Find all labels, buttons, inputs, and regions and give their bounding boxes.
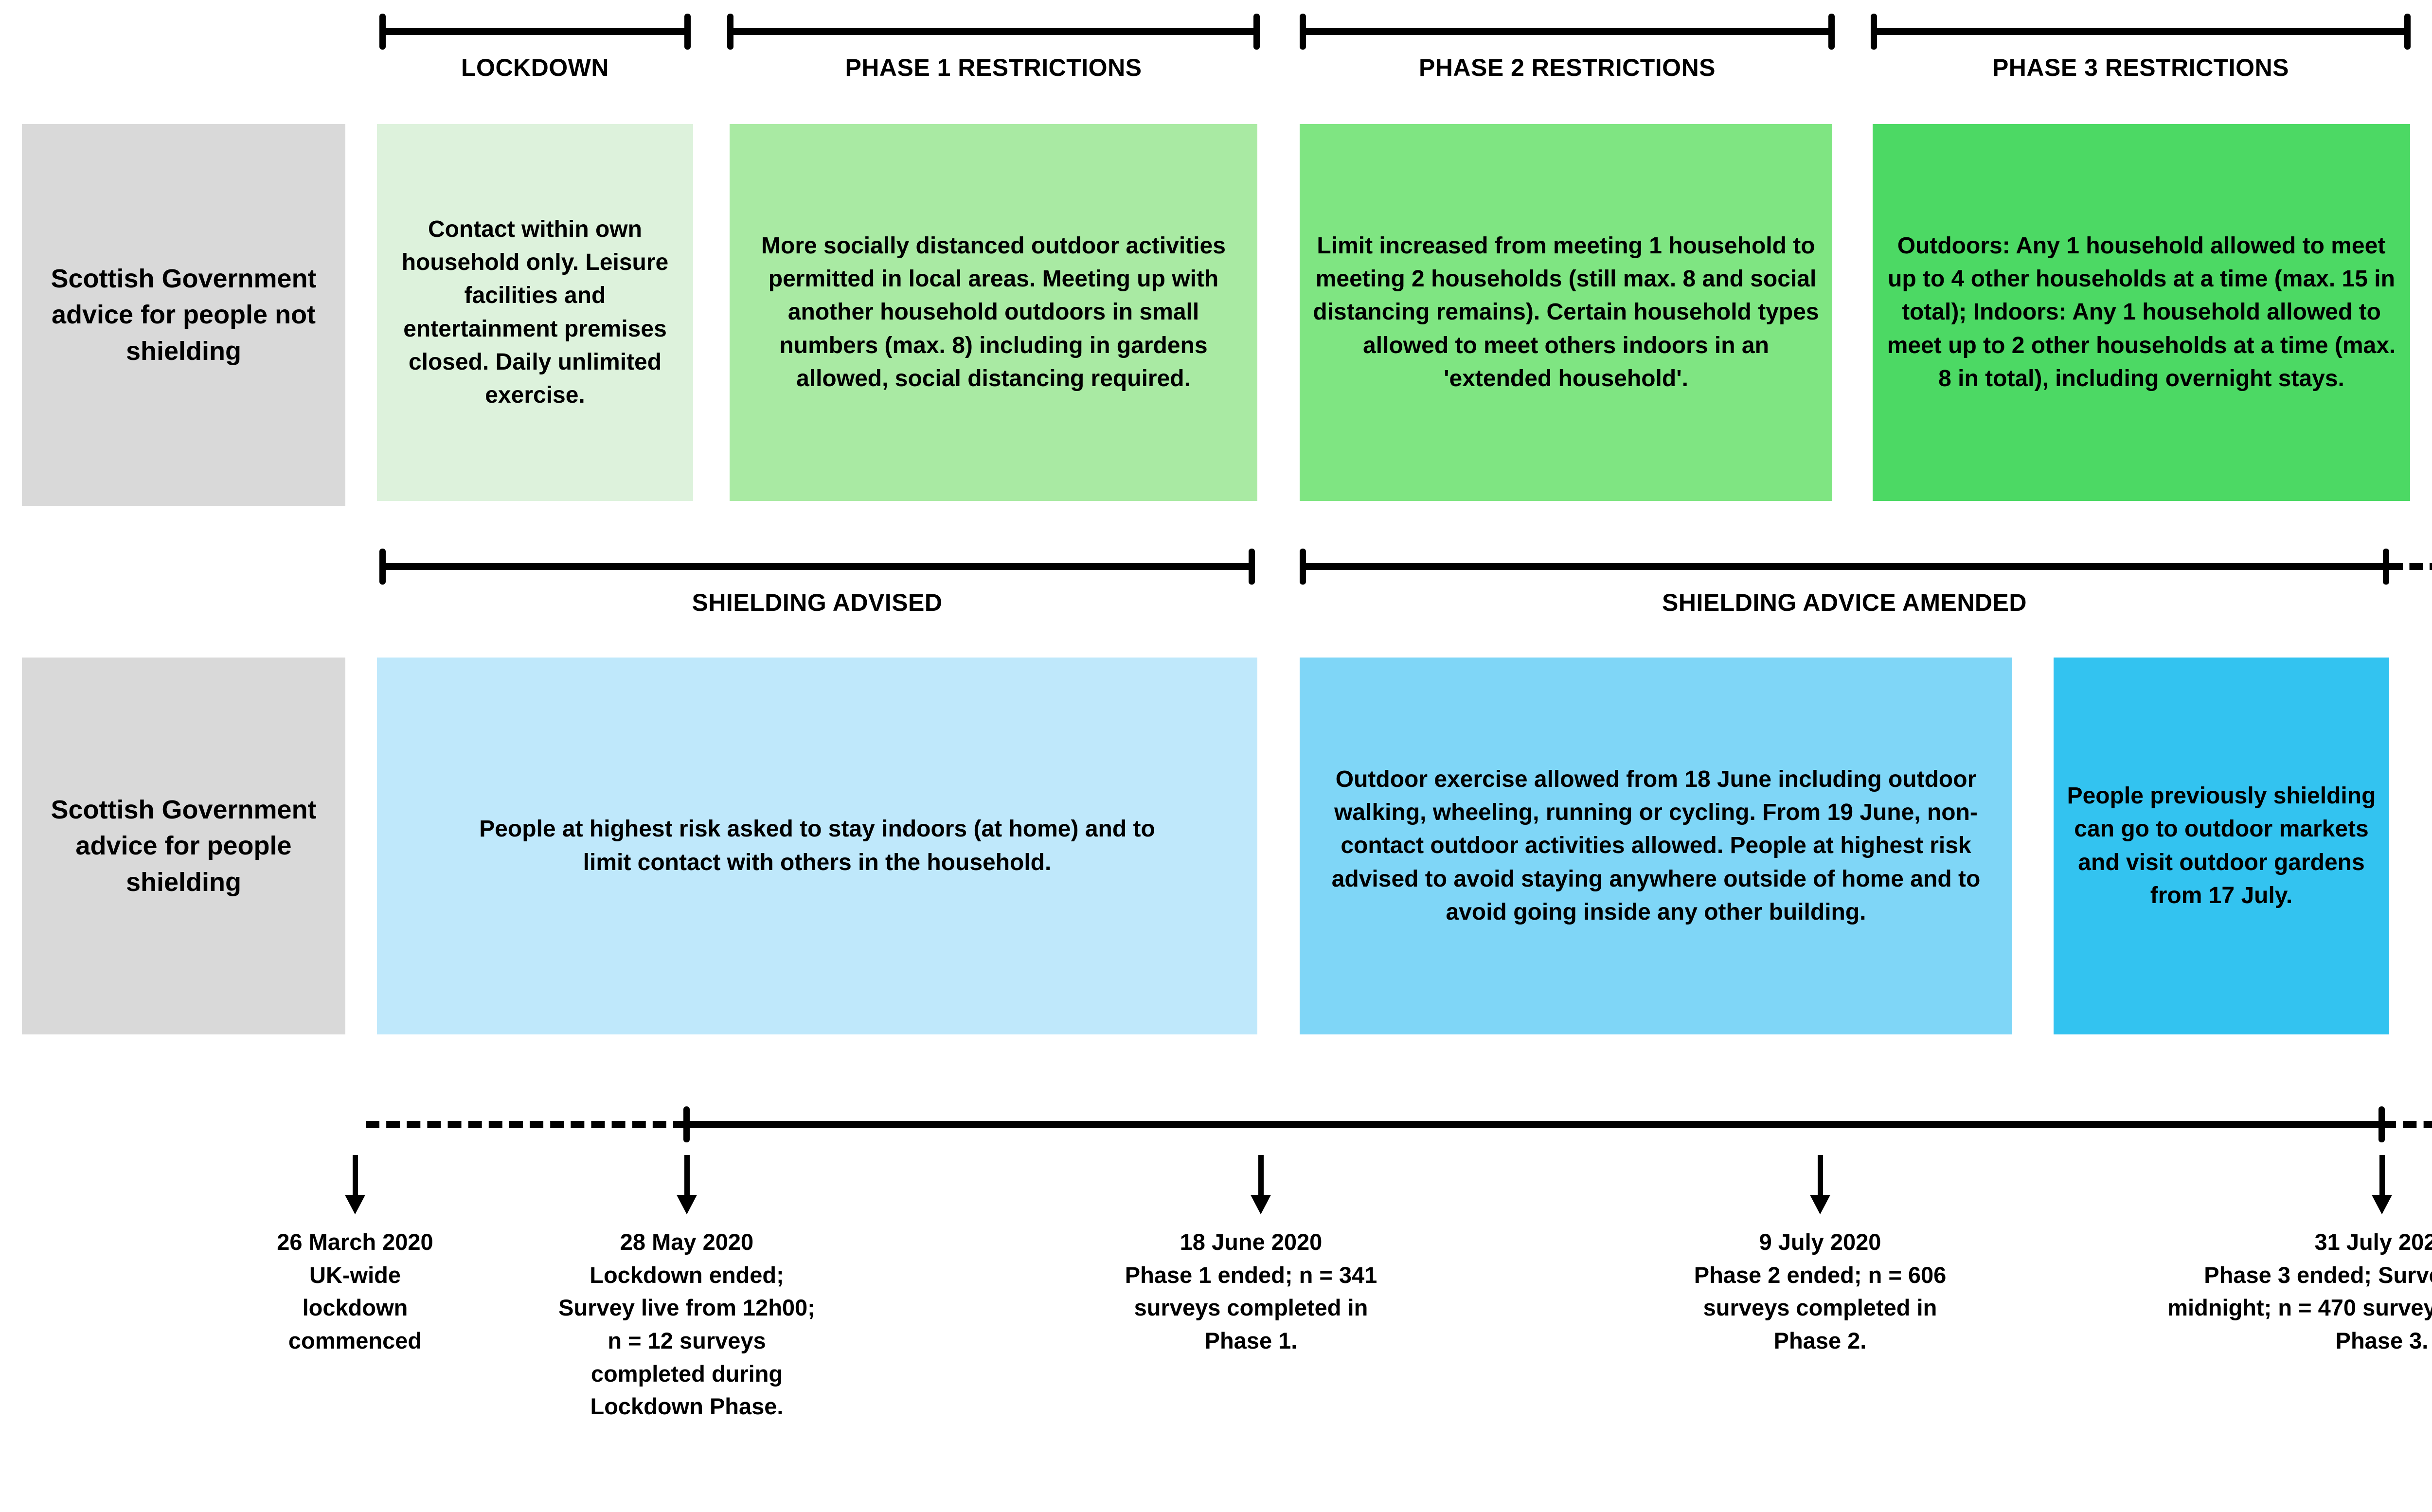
timeline-date: 26 March 2020 <box>277 1229 433 1255</box>
bracket-cap-right <box>1253 14 1260 50</box>
arrow-head <box>345 1195 365 1214</box>
row-label-shielding: Scottish Government advice for people sh… <box>22 658 345 1034</box>
timeline-detail: Phase 2 ended; n = 606 surveys completed… <box>1694 1262 1947 1354</box>
shielding-box-paused: People previously shielding can go to ou… <box>2054 658 2389 1034</box>
timeline-arrow-28-may <box>672 1155 701 1214</box>
timeline-caption-31-july: 31 July 2020 Phase 3 ended; Survey close… <box>2139 1226 2432 1357</box>
arrow-head <box>677 1195 697 1214</box>
shielding-box-advised: People at highest risk asked to stay ind… <box>377 658 1257 1034</box>
advice-text: Contact within own household only. Leisu… <box>401 216 669 408</box>
timeline-arrow-18-june <box>1246 1155 1275 1214</box>
timeline-arrow-9-july <box>1806 1155 1835 1214</box>
phase-bracket-label-phase2: PHASE 2 RESTRICTIONS <box>1418 54 1716 81</box>
timeline-arrow-26-march <box>340 1155 370 1214</box>
shielding-paused-dashed-line <box>2389 563 2432 570</box>
arrow-shaft <box>1818 1155 1823 1200</box>
bracket-cap-right <box>2383 549 2389 585</box>
shielding-bracket-label-paused: SHIELDING PAUSED <box>2383 588 2432 615</box>
bracket-cap-right <box>1828 14 1835 50</box>
arrow-shaft <box>353 1155 358 1200</box>
phase-bracket-label-phase3: PHASE 3 RESTRICTIONS <box>1992 54 2289 81</box>
bracket-bar <box>379 563 1255 570</box>
timeline-caption-26-march: 26 March 2020 UK-wide lockdown commenced <box>209 1226 501 1357</box>
timeline-date: 28 May 2020 <box>620 1229 754 1255</box>
shielding-text: People at highest risk asked to stay ind… <box>479 816 1155 875</box>
timeline-tick-28-may <box>683 1106 690 1142</box>
timeline-date: 18 June 2020 <box>1180 1229 1323 1255</box>
bracket-bar <box>1871 28 2411 35</box>
shielding-bracket-label-advised: SHIELDING ADVISED <box>692 589 943 616</box>
shielding-bracket-sublabel-paused: (from 1 August 2020) <box>2383 623 2432 641</box>
timeline-detail: UK-wide lockdown commenced <box>288 1262 422 1354</box>
arrow-head <box>1251 1195 1271 1214</box>
timeline-caption-28-may: 28 May 2020 Lockdown ended; Survey live … <box>517 1226 857 1423</box>
phase-bracket-label-phase1: PHASE 1 RESTRICTIONS <box>845 54 1142 81</box>
timeline-detail: Phase 3 ended; Survey closed at midnight… <box>2167 1262 2432 1354</box>
advice-box-phase3: Outdoors: Any 1 household allowed to mee… <box>1873 124 2410 501</box>
timeline-caption-18-june: 18 June 2020 Phase 1 ended; n = 341 surv… <box>1081 1226 1421 1357</box>
advice-text: Limit increased from meeting 1 household… <box>1313 233 1819 391</box>
shielding-bracket-label-amended: SHIELDING ADVICE AMENDED <box>1662 589 2027 616</box>
timeline-dashed-start <box>366 1121 687 1128</box>
timeline-date: 31 July 2020 <box>2314 1229 2432 1255</box>
shielding-bracket-advised <box>379 549 1255 585</box>
phase-bracket-phase1 <box>727 14 1260 50</box>
phase-bracket-phase3 <box>1871 14 2411 50</box>
bracket-cap-right <box>1249 549 1255 585</box>
bracket-bar <box>1300 563 2389 570</box>
timeline-dashed-end <box>2382 1121 2432 1128</box>
row-label-not-shielding: Scottish Government advice for people no… <box>22 124 345 506</box>
shielding-box-amended: Outdoor exercise allowed from 18 June in… <box>1300 658 2012 1034</box>
bracket-cap-right <box>2404 14 2411 50</box>
timeline-detail: Lockdown ended; Survey live from 12h00; … <box>558 1262 815 1420</box>
phase-bracket-phase2 <box>1300 14 1835 50</box>
phase-bracket-lockdown <box>379 14 691 50</box>
bracket-cap-right <box>684 14 691 50</box>
advice-box-lockdown: Contact within own household only. Leisu… <box>377 124 693 501</box>
timeline-arrow-31-july <box>2367 1155 2396 1214</box>
bracket-bar <box>379 28 691 35</box>
arrow-head <box>2372 1195 2392 1214</box>
bracket-bar <box>1300 28 1835 35</box>
arrow-shaft <box>684 1155 690 1200</box>
advice-text: More socially distanced outdoor activiti… <box>761 233 1226 391</box>
arrow-shaft <box>1258 1155 1264 1200</box>
timeline-date: 9 July 2020 <box>1759 1229 1881 1255</box>
shielding-bracket-amended <box>1300 549 2389 585</box>
advice-box-phase1: More socially distanced outdoor activiti… <box>730 124 1257 501</box>
shielding-text: People previously shielding can go to ou… <box>2067 783 2376 908</box>
timeline-detail: Phase 1 ended; n = 341 surveys completed… <box>1125 1262 1377 1354</box>
timeline-axis-line <box>686 1121 2383 1128</box>
arrow-shaft <box>2379 1155 2385 1200</box>
timeline-tick-31-july <box>2378 1106 2385 1142</box>
phase-bracket-label-lockdown: LOCKDOWN <box>461 54 609 81</box>
bracket-bar <box>727 28 1260 35</box>
advice-box-phase2: Limit increased from meeting 1 household… <box>1300 124 1832 501</box>
timeline-caption-9-july: 9 July 2020 Phase 2 ended; n = 606 surve… <box>1650 1226 1990 1357</box>
arrow-head <box>1810 1195 1830 1214</box>
advice-text: Outdoors: Any 1 household allowed to mee… <box>1887 233 2396 391</box>
shielding-text: Outdoor exercise allowed from 18 June in… <box>1331 766 1981 925</box>
